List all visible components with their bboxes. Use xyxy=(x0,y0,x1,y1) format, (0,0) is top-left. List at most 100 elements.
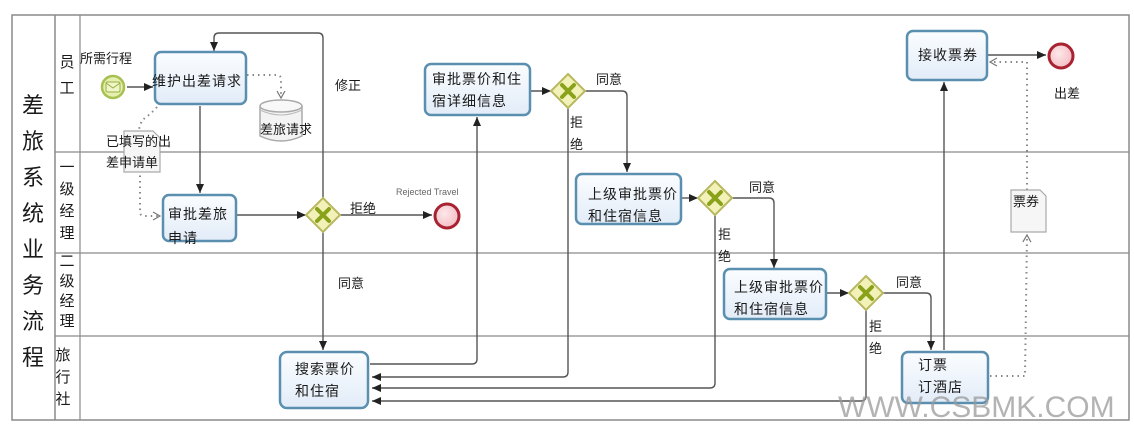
svg-text:搜索票价: 搜索票价 xyxy=(295,361,355,378)
assoc-maintain-to-datastore xyxy=(247,74,286,100)
svg-text:差申请单: 差申请单 xyxy=(106,156,158,171)
data-object-ticket[interactable]: 票券 xyxy=(1010,189,1047,233)
data-object-filled-form[interactable]: 已填写的出 差申请单 xyxy=(106,130,171,173)
label-gateway1-agree: 同意 xyxy=(338,276,364,292)
assoc-form-to-approve xyxy=(139,170,162,221)
x-icon xyxy=(707,190,723,206)
gateway-1[interactable] xyxy=(304,196,342,234)
label-char: 社 xyxy=(55,390,70,408)
svg-text:审批差旅: 审批差旅 xyxy=(168,207,228,223)
svg-text:接收票券: 接收票券 xyxy=(918,47,978,64)
associations xyxy=(137,57,1032,377)
gateway-3[interactable] xyxy=(696,179,734,217)
label-revise: 修正 xyxy=(335,79,361,94)
assoc-maintain-to-form xyxy=(137,106,158,133)
label-char: 差 xyxy=(22,94,44,119)
label-char: 务 xyxy=(22,274,44,299)
svg-text:宿详细信息: 宿详细信息 xyxy=(432,93,507,110)
rejected-travel-label: Rejected Travel xyxy=(396,187,459,197)
label-char: 旅 xyxy=(55,346,70,364)
svg-text:订票: 订票 xyxy=(918,358,948,374)
svg-text:上级审批票价: 上级审批票价 xyxy=(588,187,678,203)
svg-text:审批票价和住: 审批票价和住 xyxy=(432,72,522,88)
svg-text:申请: 申请 xyxy=(168,231,198,247)
flow-gateway4-agree xyxy=(883,292,935,350)
flow-search-to-review xyxy=(370,117,481,365)
svg-text:订酒店: 订酒店 xyxy=(918,380,963,396)
svg-text:和住宿信息: 和住宿信息 xyxy=(734,301,809,318)
label-char: 员 xyxy=(59,53,74,71)
assoc-book-to-ticket xyxy=(990,233,1032,377)
label-gateway3-reject-2: 绝 xyxy=(718,249,731,265)
assoc-ticket-to-receive xyxy=(988,57,1028,190)
flow-gateway1-revise xyxy=(210,32,324,198)
svg-text:上级审批票价: 上级审批票价 xyxy=(734,280,824,296)
gateway-2[interactable] xyxy=(549,72,587,110)
task-book[interactable]: 订票 订酒店 xyxy=(900,350,990,405)
gateway-4[interactable] xyxy=(847,274,885,312)
start-event[interactable] xyxy=(100,74,126,100)
task-manager2-review[interactable]: 上级审批票价 和住宿信息 xyxy=(722,267,828,321)
label-char: 程 xyxy=(22,346,44,371)
label-gateway2-agree: 同意 xyxy=(596,72,622,88)
label-char: 业 xyxy=(22,238,44,263)
end-event-rejected[interactable] xyxy=(433,202,461,230)
task-maintain-request[interactable]: 维护出差请求 xyxy=(152,50,248,106)
svg-text:票券: 票券 xyxy=(1013,194,1039,210)
flow-gateway3-reject xyxy=(372,215,716,392)
lane-label-employee: 员工 xyxy=(59,53,74,97)
label-char: 流 xyxy=(22,310,44,335)
svg-text:维护出差请求: 维护出差请求 xyxy=(152,74,242,90)
label-char: 工 xyxy=(59,79,74,97)
svg-text:和住宿: 和住宿 xyxy=(295,383,340,400)
label-gateway3-reject-1: 拒 xyxy=(718,228,731,243)
flow-gateway3-agree xyxy=(732,197,778,268)
flow-gateway2-agree xyxy=(585,90,631,172)
end-event-travel[interactable] xyxy=(1047,42,1075,70)
label-gateway2-reject-1: 拒 xyxy=(570,116,583,131)
pool xyxy=(11,14,1130,421)
label-char: 系 xyxy=(22,166,44,191)
label-char: 经 xyxy=(59,202,74,220)
envelope-icon xyxy=(105,81,121,93)
svg-text:已填写的出: 已填写的出 xyxy=(106,134,171,150)
task-approve-travel[interactable]: 审批差旅 申请 xyxy=(161,193,238,247)
end-event-label: 出差 xyxy=(1054,87,1080,102)
label-char: 行 xyxy=(55,368,70,386)
label-char: 级 xyxy=(59,272,74,290)
watermark: WWW.CSBMK.COM xyxy=(838,391,1115,424)
sequence-flows xyxy=(127,32,1046,405)
x-icon xyxy=(560,83,576,99)
task-manager1-review[interactable]: 上级审批票价 和住宿信息 xyxy=(574,172,683,226)
label-char: 理 xyxy=(59,312,74,330)
flow-gateway2-reject xyxy=(372,108,569,381)
label-gateway2-reject-2: 绝 xyxy=(570,137,583,153)
svg-text:和住宿信息: 和住宿信息 xyxy=(588,208,663,225)
x-icon xyxy=(858,285,874,301)
label-char: 经 xyxy=(59,292,74,310)
label-gateway4-reject-1: 拒 xyxy=(869,320,882,335)
label-gateway4-reject-2: 绝 xyxy=(869,341,882,357)
task-receive-ticket[interactable]: 接收票券 xyxy=(905,29,989,82)
label-char: 一 xyxy=(59,158,74,176)
task-search-price[interactable]: 搜索票价 和住宿 xyxy=(278,350,370,410)
x-icon xyxy=(315,207,331,223)
label-char: 统 xyxy=(22,202,44,227)
label-char: 理 xyxy=(59,224,74,242)
label-gateway1-reject: 拒绝 xyxy=(350,201,376,217)
label-gateway3-agree: 同意 xyxy=(749,180,775,196)
task-review-price[interactable]: 审批票价和住 宿详细信息 xyxy=(423,62,532,117)
label-char: 级 xyxy=(59,180,74,198)
data-store-travel-request[interactable]: 差旅请求 xyxy=(259,99,312,142)
svg-text:差旅请求: 差旅请求 xyxy=(260,123,312,138)
label-char: 旅 xyxy=(22,130,44,155)
label-gateway4-agree: 同意 xyxy=(896,275,922,291)
lane-label-agency: 旅行社 xyxy=(55,346,70,408)
label-char: 二 xyxy=(59,252,74,270)
start-event-label: 所需行程 xyxy=(80,52,132,67)
flow-gateway4-reject xyxy=(372,310,867,405)
